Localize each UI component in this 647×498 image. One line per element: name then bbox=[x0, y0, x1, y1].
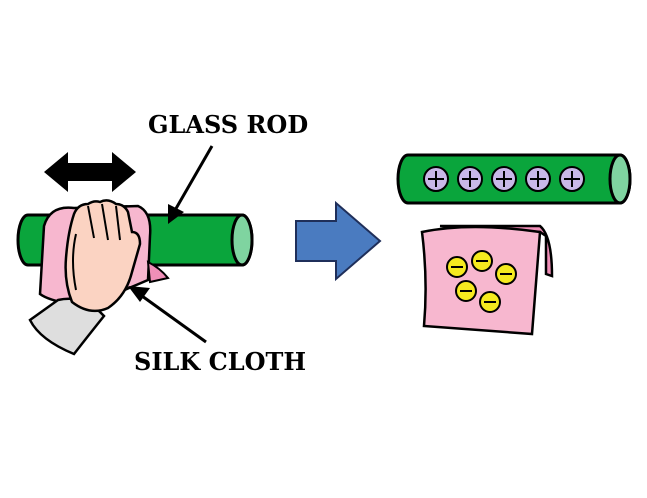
negative-charge-icon bbox=[446, 256, 468, 278]
positive-charge-icon bbox=[423, 166, 449, 192]
negative-charge-icon bbox=[471, 250, 493, 272]
charged-result bbox=[396, 153, 632, 336]
silk-cloth-pointer bbox=[128, 286, 207, 344]
hand-icon bbox=[64, 199, 142, 313]
negative-charges bbox=[446, 250, 517, 313]
glass-rod-charged bbox=[396, 153, 632, 205]
positive-charge-icon bbox=[525, 166, 551, 192]
negative-charge-icon bbox=[479, 291, 501, 313]
silk-cloth-charged bbox=[420, 224, 554, 336]
negative-charge-icon bbox=[495, 263, 517, 285]
silk-cloth-label: SILK CLOTH bbox=[134, 347, 306, 376]
negative-charge-icon bbox=[455, 280, 477, 302]
rubbing-scene: GLASS ROD SILK CLOTH bbox=[16, 110, 308, 376]
glass-rod-label: GLASS ROD bbox=[148, 110, 308, 139]
positive-charge-icon bbox=[559, 166, 585, 192]
glass-rod-pointer bbox=[168, 145, 214, 224]
double-arrow-icon bbox=[44, 152, 136, 192]
positive-charge-icon bbox=[457, 166, 483, 192]
right-arrow-icon bbox=[295, 200, 382, 282]
positive-charges bbox=[423, 166, 585, 192]
positive-charge-icon bbox=[491, 166, 517, 192]
